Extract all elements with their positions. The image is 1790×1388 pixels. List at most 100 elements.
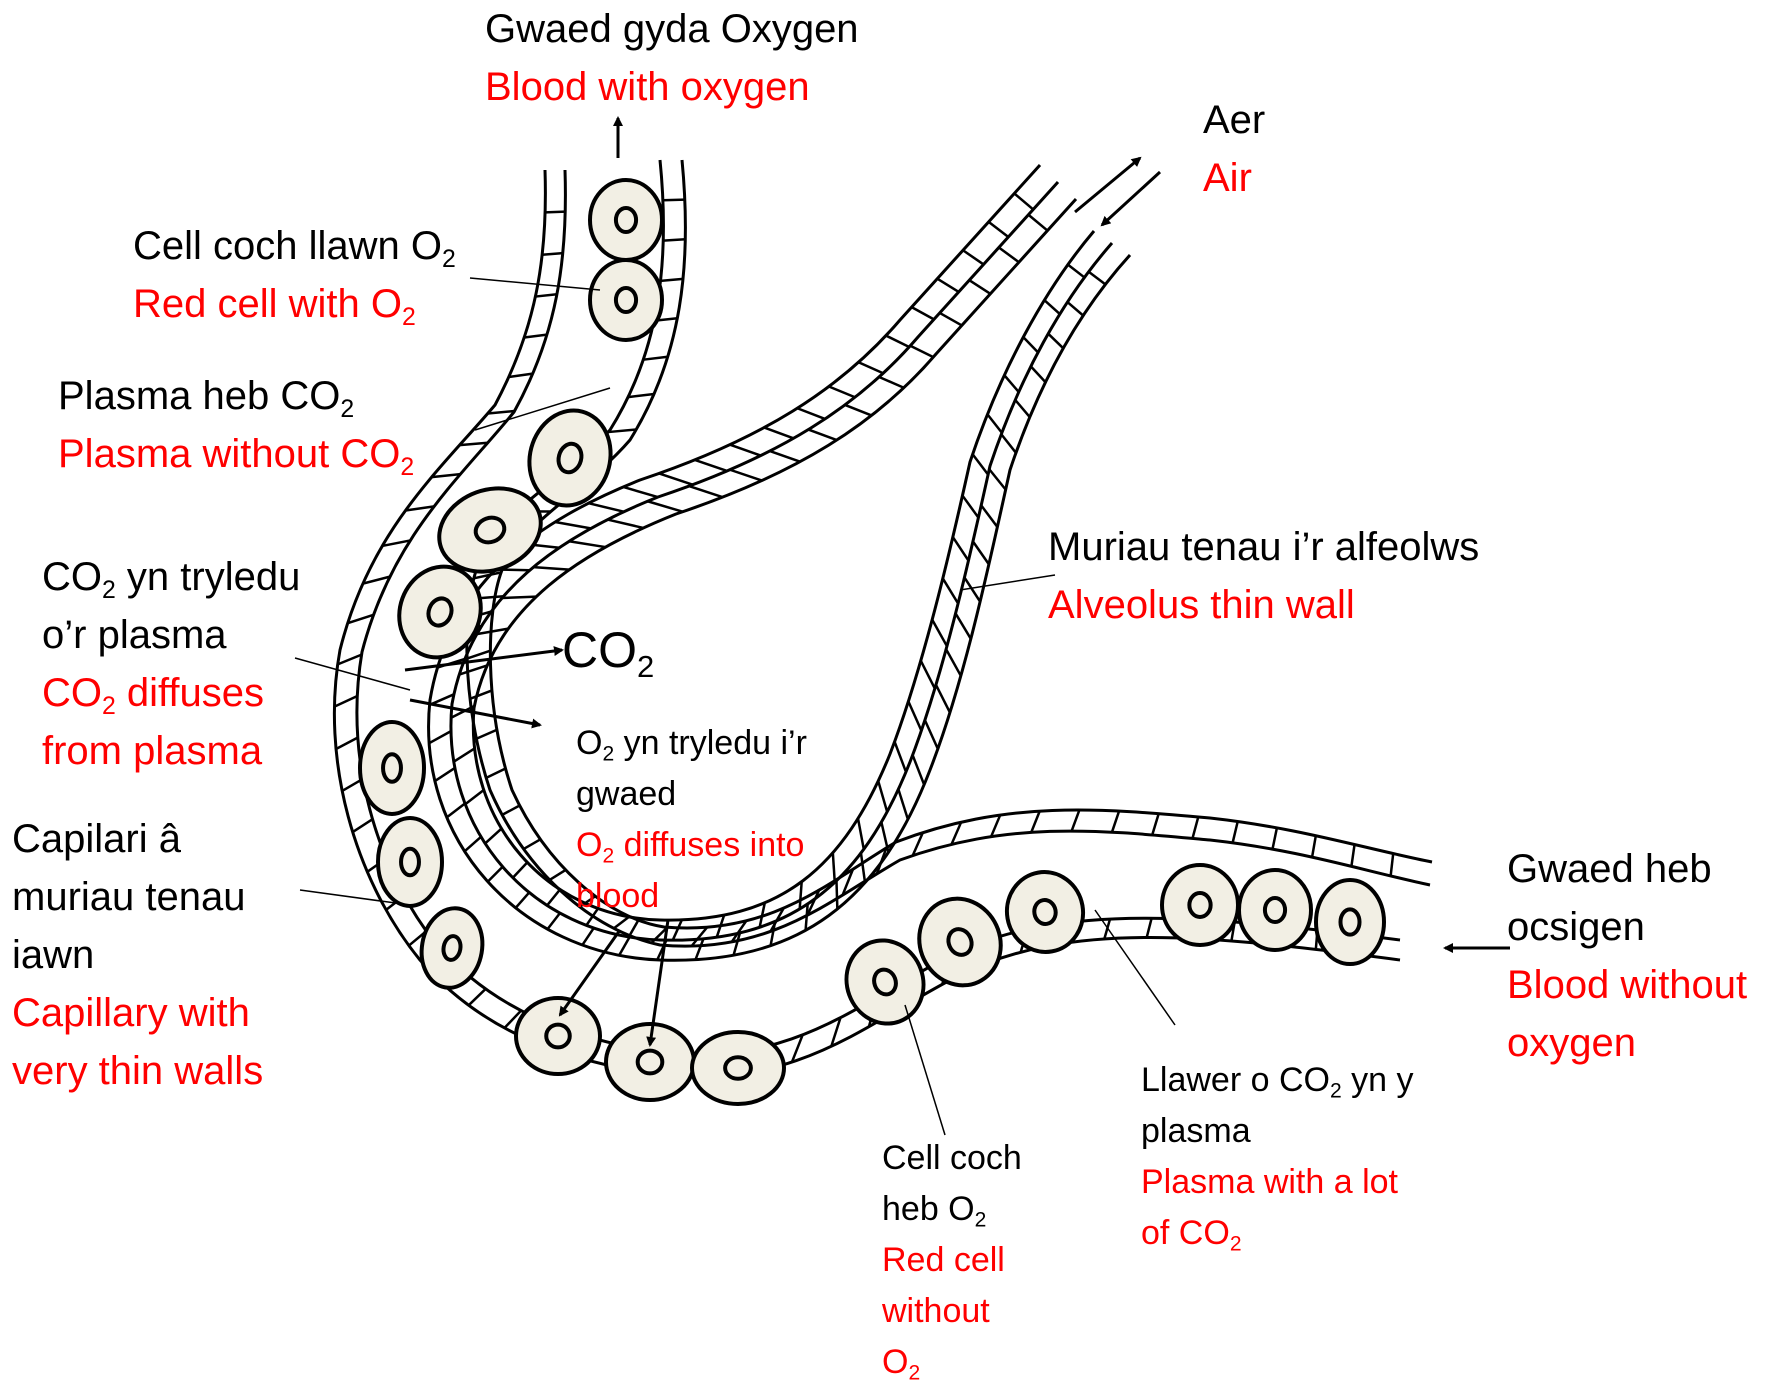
label-welsh-2: muriau tenau (12, 868, 263, 926)
wall-divider (547, 889, 560, 905)
red-blood-cells (360, 180, 1384, 1104)
wall-divider (689, 486, 723, 497)
air-arrow-in (1075, 158, 1140, 212)
wall-divider (663, 239, 685, 240)
label-english-2: from plasma (42, 722, 300, 780)
wall-divider (829, 387, 855, 398)
label-welsh-1: O2 yn tryledu i’r (576, 718, 807, 769)
wall-divider (969, 280, 990, 294)
wall-divider (454, 748, 475, 761)
label-red-cell-empty: Cell coch heb O2 Red cell without O2 (882, 1133, 1022, 1388)
wall-divider (879, 377, 904, 388)
wall-divider (833, 853, 835, 883)
wall-divider (460, 443, 488, 445)
wall-divider (991, 815, 1000, 837)
wall-divider (886, 336, 909, 347)
wall-divider (545, 212, 565, 213)
wall-divider (858, 818, 864, 849)
wall-divider (486, 769, 505, 778)
wall-divider (861, 853, 865, 883)
label-welsh: Plasma heb CO2 (58, 367, 414, 425)
wall-divider (943, 578, 958, 603)
wall-divider (989, 222, 1009, 237)
wall-divider (643, 357, 667, 360)
wall-divider (1014, 193, 1033, 209)
wall-divider (469, 989, 486, 1005)
label-welsh-2: o’r plasma (42, 606, 300, 664)
wall-divider (932, 620, 947, 647)
red-blood-cell (590, 260, 662, 340)
wall-divider (999, 247, 1019, 262)
label-welsh-2: heb O2 (882, 1184, 1022, 1235)
wall-divider (1028, 215, 1047, 231)
wall-divider (859, 362, 884, 373)
wall-divider (987, 414, 1001, 432)
wall-divider (845, 405, 872, 416)
wall-divider (513, 862, 527, 877)
wall-divider (476, 730, 497, 739)
wall-divider (962, 496, 978, 518)
wall-divider (1233, 821, 1238, 842)
wall-divider (973, 541, 989, 564)
wall-divider (555, 522, 591, 528)
label-english-2: oxygen (1507, 1014, 1747, 1072)
label-english: Red cell with O2 (133, 275, 456, 333)
wall-divider (502, 597, 536, 598)
wall-divider (1152, 814, 1158, 835)
air-arrow-out (1102, 172, 1160, 225)
red-blood-cell (590, 180, 662, 260)
wall-divider (797, 408, 825, 419)
wall-divider (608, 429, 636, 432)
wall-divider (502, 805, 519, 814)
label-english-2: of CO2 (1141, 1208, 1414, 1259)
label-welsh-1: Llawer o CO2 yn y (1141, 1055, 1414, 1106)
wall-divider (946, 649, 961, 676)
label-welsh-1: Gwaed heb (1507, 840, 1747, 898)
label-red-cell-full: Cell coch llawn O2 Red cell with O2 (133, 217, 456, 333)
label-alveolus-wall: Muriau tenau i’r alfeolws Alveolus thin … (1048, 518, 1479, 634)
wall-divider (663, 200, 685, 201)
red-blood-cell (692, 1032, 784, 1104)
wall-divider (336, 738, 358, 749)
wall-divider (619, 937, 629, 955)
o2-diffuse-arrow-1 (560, 930, 620, 1015)
label-english-1: Red cell (882, 1235, 1022, 1286)
label-english-2: without (882, 1286, 1022, 1337)
wall-divider (429, 731, 451, 743)
label-welsh: Gwaed gyda Oxygen (485, 0, 859, 58)
wall-divider (730, 470, 762, 481)
red-blood-cell (1316, 880, 1384, 964)
wall-divider (730, 445, 761, 456)
wall-divider (467, 651, 490, 659)
wall-divider (936, 685, 950, 713)
label-co2-arrow: CO2 (562, 620, 654, 680)
label-english-1: O2 diffuses into (576, 820, 807, 871)
wall-divider (921, 661, 935, 689)
wall-divider (470, 690, 492, 698)
wall-divider (836, 881, 837, 909)
label-english: Air (1203, 149, 1265, 207)
wall-divider (628, 394, 654, 397)
wall-divider (770, 451, 800, 462)
label-english-2: blood (576, 871, 807, 922)
wall-divider (895, 742, 906, 772)
label-welsh-1: CO2 yn tryledu (42, 548, 300, 606)
label-co2-diffuses: CO2 yn tryledu o’r plasma CO2 diffuses f… (42, 548, 300, 780)
red-blood-cell (1001, 866, 1090, 958)
wall-divider (695, 460, 727, 471)
wall-divider (548, 913, 560, 929)
wall-divider (1031, 811, 1039, 832)
label-welsh-2: plasma (1141, 1106, 1414, 1157)
label-air: Aer Air (1203, 91, 1265, 207)
wall-divider (691, 927, 707, 946)
wall-divider (1023, 337, 1038, 352)
wall-divider (1273, 828, 1277, 849)
wall-divider (878, 781, 887, 812)
label-english: Alveolus thin wall (1048, 576, 1479, 634)
wall-divider (535, 294, 557, 296)
label-plasma-lot-co2: Llawer o CO2 yn y plasma Plasma with a l… (1141, 1055, 1414, 1259)
label-blood-without-oxygen: Gwaed heb ocsigen Blood without oxygen (1507, 840, 1747, 1072)
wall-divider (589, 503, 624, 512)
wall-divider (509, 374, 533, 377)
red-blood-cell (378, 818, 442, 906)
